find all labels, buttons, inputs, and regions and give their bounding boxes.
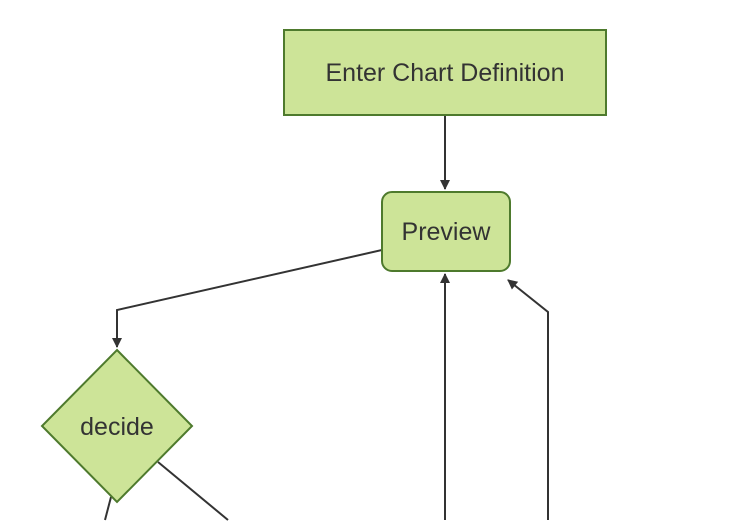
edge-preview-to-decide xyxy=(112,249,383,348)
edge-offscreen-bottom-right-to-preview xyxy=(507,279,549,520)
decide-label: decide xyxy=(80,413,154,441)
preview-label: Preview xyxy=(402,218,492,246)
decide-diamond xyxy=(40,348,194,504)
edge-decide-to-offscreen-bottom-left xyxy=(104,496,112,521)
node-decide: decide xyxy=(40,348,194,504)
enter-chart-definition-label: Enter Chart Definition xyxy=(325,59,564,87)
edge-decide-to-offscreen-bottom-right xyxy=(157,461,229,521)
node-enter-chart-definition: Enter Chart Definition xyxy=(283,29,607,116)
enter-chart-definition-box xyxy=(283,29,607,116)
node-preview: Preview xyxy=(381,191,511,272)
preview-box xyxy=(381,191,511,272)
